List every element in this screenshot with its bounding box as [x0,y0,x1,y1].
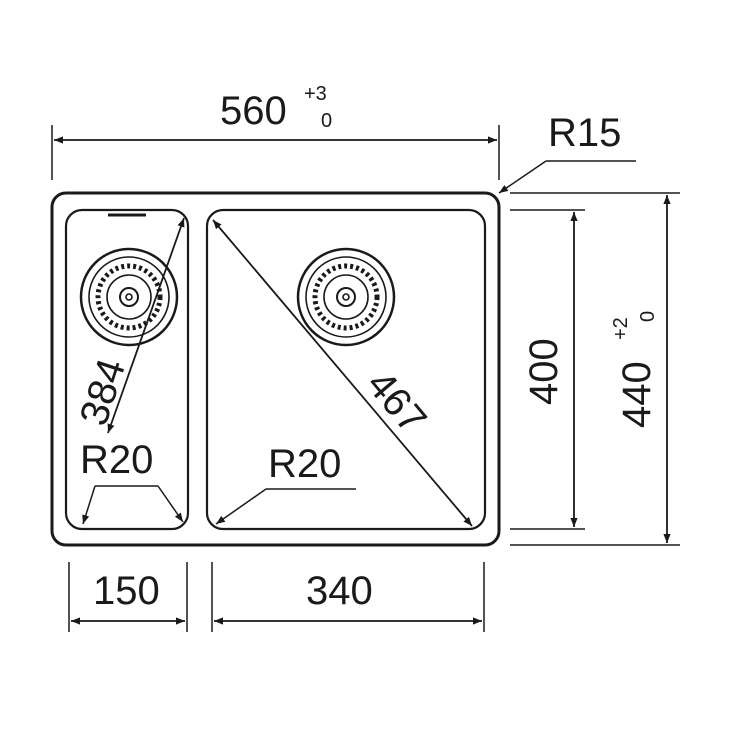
small-bowl-radius-arrow-left [82,485,96,525]
outer-radius-arrow [498,160,547,194]
small-bowl-diagonal-line [107,217,185,434]
outer-radius-label: R15 [548,111,621,155]
large-bowl-radius-label: R20 [268,442,341,486]
small-bowl-radius-arrow-right [157,485,184,523]
small-bowl-outline [64,208,190,531]
small-bowl-drain-icon [79,247,179,347]
overall-depth-tol-lower: 0 [637,311,659,322]
overall-width-tol-lower: 0 [321,110,332,132]
large-bowl-outline [205,208,487,531]
large-bowl-diagonal-value: 467 [358,363,435,442]
small-bowl-width-value: 150 [93,569,160,613]
overall-width-value: 560 [220,89,287,133]
overall-depth-value: 440 [615,361,659,428]
large-bowl-width-value: 340 [306,569,373,613]
small-bowl-diagonal-value: 384 [72,354,134,431]
large-bowl-diagonal-line [212,219,473,527]
inner-depth-value: 400 [522,338,566,405]
large-bowl-radius-arrow [215,488,267,525]
large-bowl-drain-icon [296,247,396,347]
small-bowl-radius-label: R20 [80,438,153,482]
overall-width-tol-upper: +3 [304,83,327,105]
sink-outer-outline [50,191,501,547]
overall-depth-tol-upper: +2 [610,317,632,340]
